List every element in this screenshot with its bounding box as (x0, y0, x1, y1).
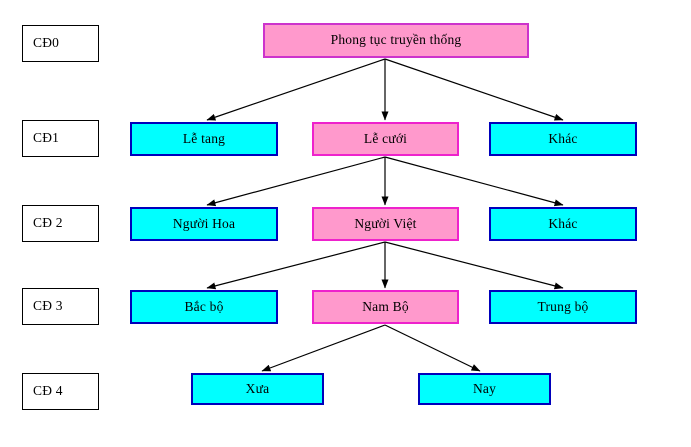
edge-arrow-root-to-l1a (206, 58, 386, 121)
level-label-box: CĐ 3 (22, 288, 99, 325)
diagram-node-l3c[interactable]: Trung bộ (489, 290, 637, 324)
edge-arrow-l1b-to-l2a (206, 156, 386, 207)
diagram-node-l4b[interactable]: Nay (418, 373, 551, 405)
diagram-node-l1a[interactable]: Lễ tang (130, 122, 278, 156)
diagram-node-l2c[interactable]: Khác (489, 207, 637, 241)
edge-arrow-l2b-to-l3a (206, 241, 386, 290)
edge-arrow-root-to-l1c (384, 58, 564, 121)
diagram-node-l3a[interactable]: Bắc bộ (130, 290, 278, 324)
diagram-node-l3b[interactable]: Nam Bộ (312, 290, 459, 324)
level-label-box: CĐ1 (22, 120, 99, 157)
diagram-node-l2a[interactable]: Người Hoa (130, 207, 278, 241)
level-label-box: CĐ0 (22, 25, 99, 62)
level-label-box: CĐ 4 (22, 373, 99, 410)
diagram-node-l2b[interactable]: Người Việt (312, 207, 459, 241)
edge-arrow-l3b-to-l4a (261, 324, 386, 372)
level-label-box: CĐ 2 (22, 205, 99, 242)
diagram-node-l1c[interactable]: Khác (489, 122, 637, 156)
edge-arrow-l2b-to-l3c (384, 241, 564, 290)
diagram-node-l4a[interactable]: Xưa (191, 373, 324, 405)
diagram-node-root[interactable]: Phong tục truyền thống (263, 23, 529, 58)
diagram-node-l1b[interactable]: Lễ cưới (312, 122, 459, 156)
edge-arrow-l1b-to-l2c (384, 156, 564, 207)
edge-arrow-l3b-to-l4b (384, 324, 481, 372)
